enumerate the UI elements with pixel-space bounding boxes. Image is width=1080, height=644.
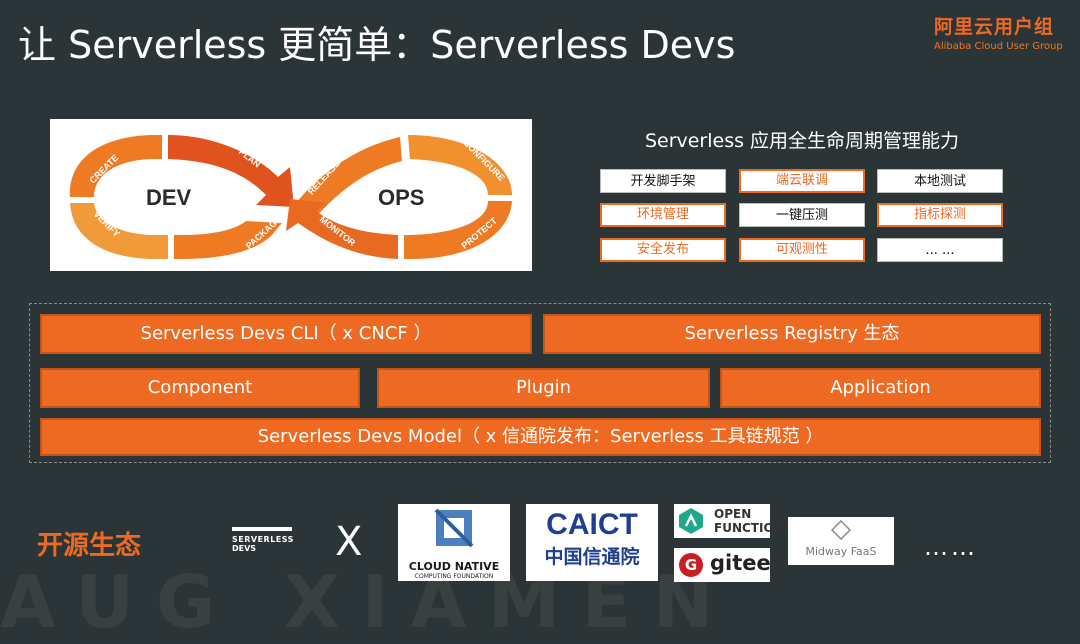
dev-label: DEV [146,185,192,210]
midway-text: Midway FaaS [805,545,877,558]
component-bar: Component [40,368,360,408]
openfunction-line1: OPEN [714,507,752,521]
capability-metric-probe: 指标探测 [877,203,1003,227]
more-ellipsis: …… [924,533,978,561]
application-bar: Application [720,368,1041,408]
openfunction-logo: OPEN FUNCTION [674,504,784,538]
arrow-verify [70,203,168,259]
cli-bar: Serverless Devs CLI（ x CNCF ） [40,314,532,354]
capability-observability: 可观测性 [739,238,865,262]
gitee-text: gitee [710,551,771,575]
arrow-monitor [286,199,398,259]
arrow-plan [168,135,294,207]
model-bar: Serverless Devs Model（ x 信通院发布：Serverles… [40,418,1041,456]
capabilities-title: Serverless 应用全生命周期管理能力 [644,130,960,152]
devops-infinity-graphic: CREATE PLAN RELEASE CONFIGURE PROTECT MO… [69,135,512,259]
gitee-logo: G gitee [674,548,771,582]
registry-bar: Serverless Registry 生态 [543,314,1041,354]
arrow-release [288,137,402,219]
caict-logo: CAICT 中国信通院 [526,504,658,581]
architecture-frame [29,303,1051,463]
capability-local-test: 本地测试 [877,169,1003,193]
cncf-icon [434,508,474,548]
arrow-create [69,135,162,197]
gitee-icon: G [679,553,703,577]
openfunction-icon [679,508,703,534]
midway-faas-logo: Midway FaaS [788,517,894,565]
brand-name-cn: 阿里云用户组 [934,16,1055,38]
caict-line1: CAICT [546,508,638,541]
devs-logo-line1: SERVERLESS [232,535,294,544]
plugin-bar: Plugin [377,368,710,408]
capability-safe-release: 安全发布 [600,238,726,262]
midway-icon [831,520,851,540]
ecosystem-label: 开源生态 [37,531,142,561]
serverless-devs-logo: SERVERLESS DEVS [232,527,294,561]
arrow-configure [408,135,512,195]
ops-label: OPS [378,185,424,210]
arrow-package [174,221,282,259]
devs-logo-bar [232,527,292,531]
caict-line2: 中国信通院 [544,546,640,568]
devops-diagram: CREATE PLAN RELEASE CONFIGURE PROTECT MO… [50,119,532,271]
cncf-logo: CLOUD NATIVE COMPUTING FOUNDATION [398,504,510,581]
capability-stress-test: 一键压测 [739,203,865,227]
capability-more: ... ... [877,238,1003,262]
brand-logo: 阿里云用户组 Alibaba Cloud User Group [934,12,1063,52]
capability-env-management: 环境管理 [600,203,726,227]
capability-device-cloud-debug: 端云联调 [739,169,865,193]
arrow-protect [404,201,512,259]
capability-scaffold: 开发脚手架 [600,169,726,193]
times-symbol: X [335,519,363,565]
cncf-line1: CLOUD NATIVE [408,560,500,573]
cncf-line2: COMPUTING FOUNDATION [414,573,494,580]
page-title: 让 Serverless 更简单：Serverless Devs [18,23,736,67]
brand-name-en: Alibaba Cloud User Group [934,41,1063,52]
openfunction-line2: FUNCTION [714,521,784,535]
devs-logo-line2: DEVS [232,544,257,553]
